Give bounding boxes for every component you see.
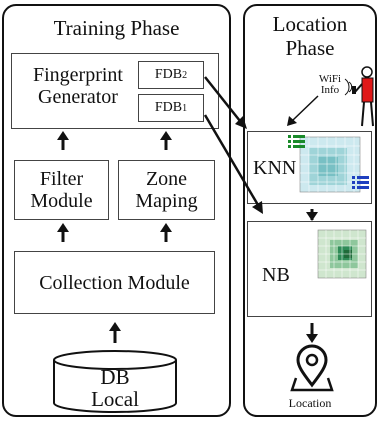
db-local-cylinder [53,350,177,413]
down-arrow-knn-to-nb [306,209,318,221]
db-label: DB [100,365,130,389]
location-output-label: Location [288,396,332,410]
collection-module-label: Collection Module [39,271,190,294]
up-arrow-zone-to-generator [160,131,172,150]
filter-module-label: Filter Module [30,168,93,212]
nb-label: NB [262,264,290,286]
zone-maping-box: Zone Maping [118,160,215,220]
location-phase-title: Location Phase [272,12,348,60]
filter-module-box: Filter Module [14,160,109,220]
nb-heatmap [317,229,367,279]
training-phase-panel [2,4,231,417]
up-arrow-db-to-collection [109,322,121,343]
zone-maping-label: Zone Maping [135,168,198,212]
up-arrow-collection-to-filter [57,223,69,242]
knn-label: KNN [253,157,297,179]
local-label: Local [91,387,139,411]
location-pin-icon [290,344,334,392]
location-phase-panel [243,4,377,417]
wifi-info-label: WiFi Info [318,73,342,96]
training-phase-title: Training Phase [53,16,180,40]
collection-module-box: Collection Module [14,251,215,314]
knn-heatmap [288,135,369,193]
down-arrow-nb-to-location [306,323,318,343]
fingerprint-generator-label: Fingerprint Generator [33,64,123,108]
arrow-fdb1-to-nb [203,114,263,214]
arrow-fdb2-to-knn [204,76,247,129]
wifi-signal-icon [344,78,353,96]
person-icon [352,66,374,127]
up-arrow-filter-to-generator [57,131,69,150]
arrow-wifi-to-knn [287,95,319,126]
up-arrow-collection-to-zone [160,223,172,242]
